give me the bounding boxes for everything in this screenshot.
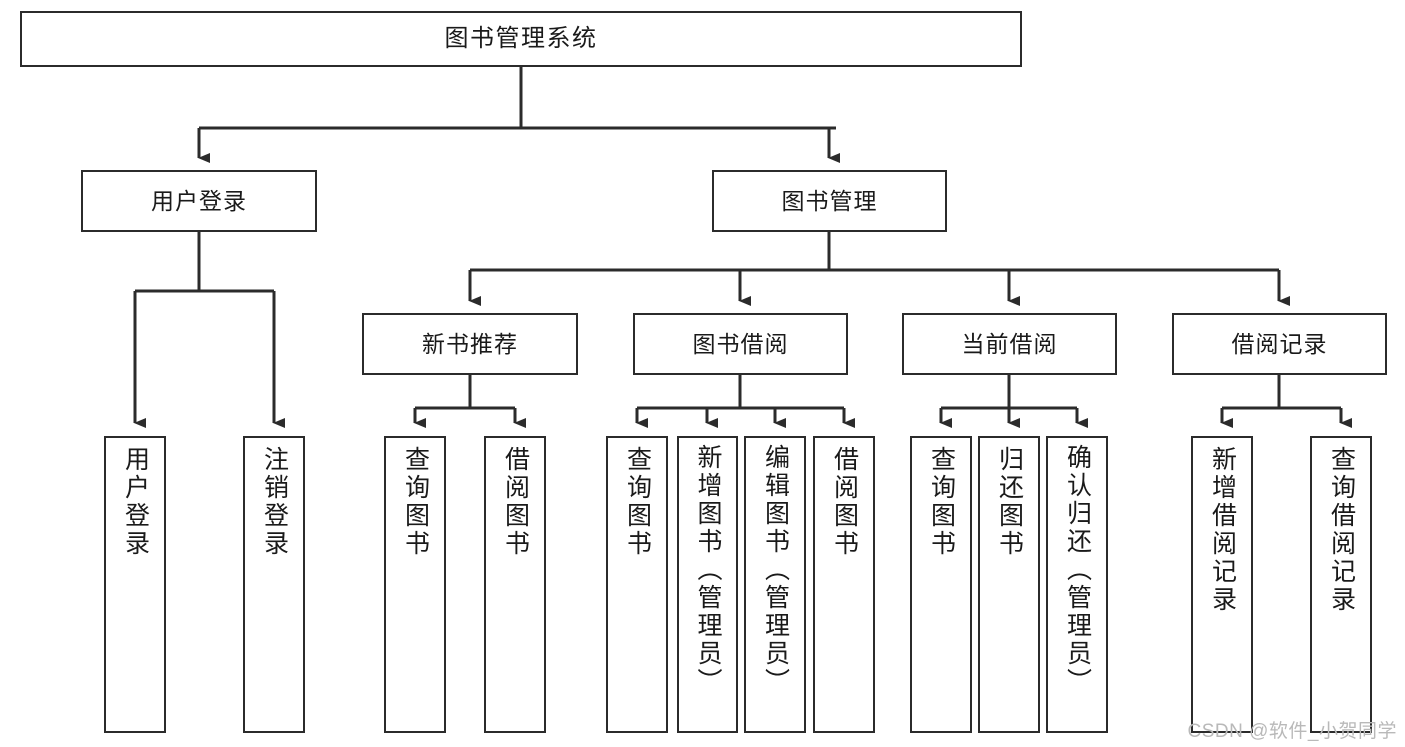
watermark-text: CSDN @软件_小贺同学 — [1187, 721, 1397, 742]
node-label: 用户登录 — [121, 446, 150, 558]
node-label: 图书管理 — [781, 187, 878, 214]
node-user-login[interactable]: 用户登录 — [81, 170, 317, 232]
node-leaf-borrow-book[interactable]: 借阅图书 — [813, 436, 875, 733]
node-label: 图书借阅 — [692, 330, 789, 357]
node-root-system[interactable]: 图书管理系统 — [20, 11, 1022, 67]
node-leaf-query-book-recommend[interactable]: 查询图书 — [384, 436, 446, 733]
node-leaf-query-book-current[interactable]: 查询图书 — [910, 436, 972, 733]
node-leaf-confirm-return[interactable]: 确认归还（管理员） — [1046, 436, 1108, 733]
node-leaf-borrow-book-recommend[interactable]: 借阅图书 — [484, 436, 546, 733]
node-label: 新增图书（管理员） — [694, 444, 722, 696]
node-label: 查询图书 — [623, 446, 652, 558]
node-current-borrow[interactable]: 当前借阅 — [902, 313, 1117, 375]
node-label: 借阅图书 — [501, 446, 530, 558]
node-label: 新增借阅记录 — [1208, 446, 1237, 614]
node-leaf-user-logout[interactable]: 注销登录 — [243, 436, 305, 733]
node-label: 编辑图书（管理员） — [761, 444, 790, 696]
node-leaf-edit-book[interactable]: 编辑图书（管理员） — [744, 436, 806, 733]
node-new-book-recommend[interactable]: 新书推荐 — [362, 313, 578, 375]
node-label: 新书推荐 — [422, 330, 518, 357]
node-leaf-query-borrow-record[interactable]: 查询借阅记录 — [1310, 436, 1372, 733]
node-label: 查询图书 — [401, 446, 430, 558]
node-leaf-user-login[interactable]: 用户登录 — [104, 436, 166, 733]
node-label: 用户登录 — [151, 187, 247, 214]
node-label: 借阅图书 — [830, 446, 859, 558]
node-label: 确认归还（管理员） — [1063, 444, 1092, 696]
node-label: 图书管理系统 — [444, 25, 598, 53]
node-leaf-add-borrow-record[interactable]: 新增借阅记录 — [1191, 436, 1253, 733]
node-leaf-return-book[interactable]: 归还图书 — [978, 436, 1040, 733]
node-label: 查询借阅记录 — [1327, 446, 1356, 614]
node-label: 查询图书 — [927, 446, 956, 558]
node-book-manage[interactable]: 图书管理 — [712, 170, 947, 232]
node-label: 当前借阅 — [961, 330, 1058, 357]
node-borrow-record[interactable]: 借阅记录 — [1172, 313, 1387, 375]
node-label: 借阅记录 — [1231, 330, 1328, 357]
node-label: 注销登录 — [260, 446, 289, 558]
node-leaf-query-book-borrow[interactable]: 查询图书 — [606, 436, 668, 733]
node-leaf-add-book[interactable]: 新增图书（管理员） — [677, 436, 738, 733]
node-label: 归还图书 — [995, 446, 1024, 558]
node-book-borrow[interactable]: 图书借阅 — [633, 313, 848, 375]
